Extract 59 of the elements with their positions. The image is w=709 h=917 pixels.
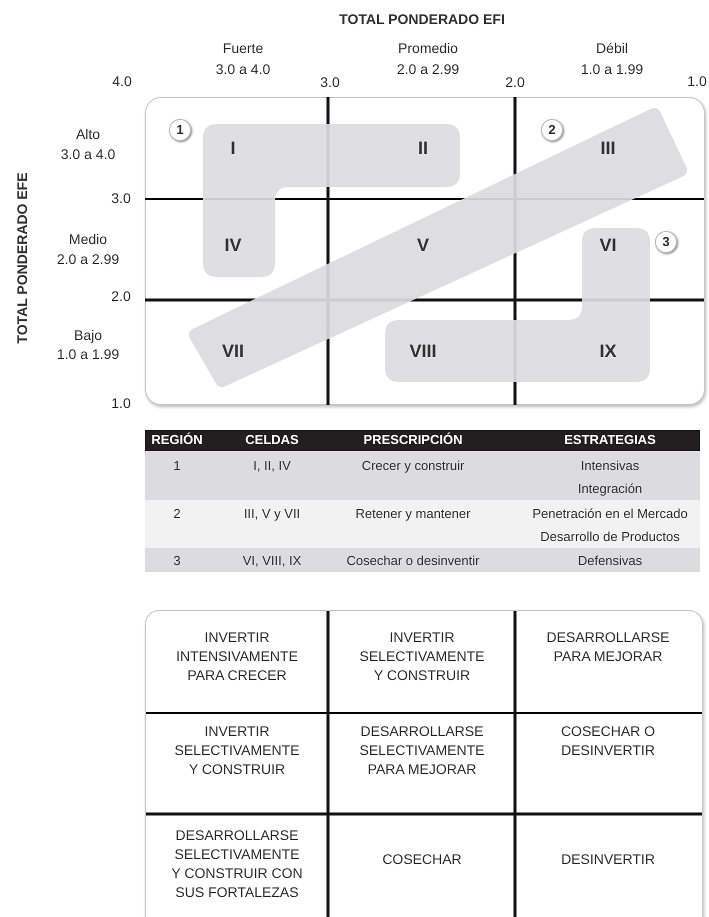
axis-label: 3.0 a 4.0 [60,146,116,162]
table-cell-text: VI, VIII, IX [242,553,302,569]
strategy-text: COSECHAR [381,850,463,869]
axis-label: 1.0 [687,73,707,89]
strategy-text: DESARROLLARSE SELECTIVAMENTE PARA MEJORAR [358,722,486,779]
region-band [203,124,460,277]
axis-label: 4.0 [112,73,132,89]
axis-label: 2.0 a 2.99 [56,251,120,267]
table-cell-text: Retener y mantener [356,506,470,522]
region-band [385,228,650,382]
strategy-text: INVERTIR INTENSIVAMENTE PARA CRECER [175,628,299,685]
table-header-text: CELDAS [245,432,299,448]
table-cell-text: Cosechar o desinventir [346,553,480,569]
strategy-text: INVERTIR SELECTIVAMENTE Y CONSTRUIR [174,722,300,779]
cell-numeral: VIII [410,341,436,361]
axis-label: 1.0 [111,395,131,411]
cell-numeral: I [230,138,236,158]
table-header-text: ESTRATEGIAS [564,432,656,448]
table-header-text: REGIÓN [151,432,203,448]
cell-numeral: IX [600,341,616,361]
strategy-text: DESARROLLARSE SELECTIVAMENTE Y CONSTRUIR CON SUS FORTALEZAS [170,826,304,902]
cell-numeral: III [600,138,616,158]
axis-label: 2.0 [505,74,525,90]
cell-numeral: V [417,235,429,255]
axis-label: Medio [68,231,108,247]
axis-label: 3.0 [320,74,340,90]
table-cell-text: Desarrollo de Productos [540,529,680,545]
axis-title: TOTAL PONDERADO EFE [14,172,30,344]
axis-title: TOTAL PONDERADO EFI [339,11,505,27]
table-cell-text: III, V y VII [244,506,300,522]
table-cell-text: Defensivas [578,553,642,569]
table-cell-text: I, II, IV [253,458,291,474]
axis-label: 3.0 a 4.0 [216,61,270,77]
axis-label: 1.0 a 1.99 [56,346,120,362]
table-cell-text: Penetración en el Mercado [532,506,688,522]
axis-label: 2.0 [111,288,131,304]
axis-label: Fuerte [222,40,264,56]
axis-label: Promedio [398,40,458,56]
cell-numeral: II [418,138,428,158]
axis-label: 1.0 a 1.99 [580,61,644,77]
table-cell-text: 1 [173,458,181,474]
strategy-text: INVERTIR SELECTIVAMENTE Y CONSTRUIR [358,628,486,685]
table-cell-text: Integración [578,481,642,497]
cell-numeral: VII [222,341,244,361]
table-header-text: PRESCRIPCIÓN [364,432,462,448]
table-cell-text: Intensivas [580,458,640,474]
axis-label: 3.0 [111,190,131,206]
strategy-text: DESARROLLARSE PARA MEJORAR [546,628,670,666]
strategy-text: DESINVERTIR [560,850,656,869]
table-cell-text: 2 [173,506,181,522]
strategy-text: COSECHAR O DESINVERTIR [560,722,656,760]
cell-numeral: IV [224,235,242,255]
axis-label: 2.0 a 2.99 [396,61,460,77]
table-cell-text: 3 [173,553,181,569]
table-cell-text: Crecer y construir [362,458,464,474]
axis-label: Bajo [74,327,102,343]
axis-label: Débil [596,40,628,56]
cell-numeral: VI [600,235,616,255]
axis-label: Alto [76,126,100,142]
